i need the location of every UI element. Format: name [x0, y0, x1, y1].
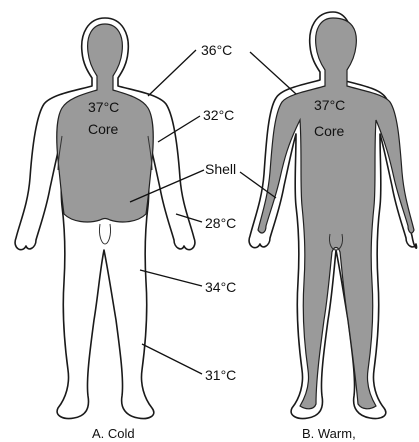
leader-36-right — [250, 52, 296, 94]
leader-34 — [140, 270, 202, 286]
label-36c: 36°C — [201, 42, 232, 58]
figure-b-core-region — [258, 18, 414, 409]
figure-b-core-temp: 37°C — [314, 97, 345, 113]
label-shell: Shell — [205, 161, 236, 177]
figure-b-caption: B. Warm, — [302, 426, 356, 441]
temperature-labels: 36°C 32°C Shell 28°C 34°C 31°C — [201, 42, 236, 383]
leader-36-left — [148, 50, 196, 96]
figure-b-warm: 37°C Core B. Warm, — [249, 12, 416, 441]
figure-a-cold: 37°C Core A. Cold — [15, 18, 195, 441]
figure-a-core-temp: 37°C — [88, 99, 119, 115]
figure-a-core-word: Core — [88, 121, 119, 137]
leader-31 — [142, 344, 202, 374]
label-32c: 32°C — [203, 107, 234, 123]
label-28c: 28°C — [205, 215, 236, 231]
label-34c: 34°C — [205, 279, 236, 295]
label-31c: 31°C — [205, 367, 236, 383]
figure-b-core-word: Core — [314, 123, 345, 139]
figure-a-caption: A. Cold — [92, 426, 135, 441]
